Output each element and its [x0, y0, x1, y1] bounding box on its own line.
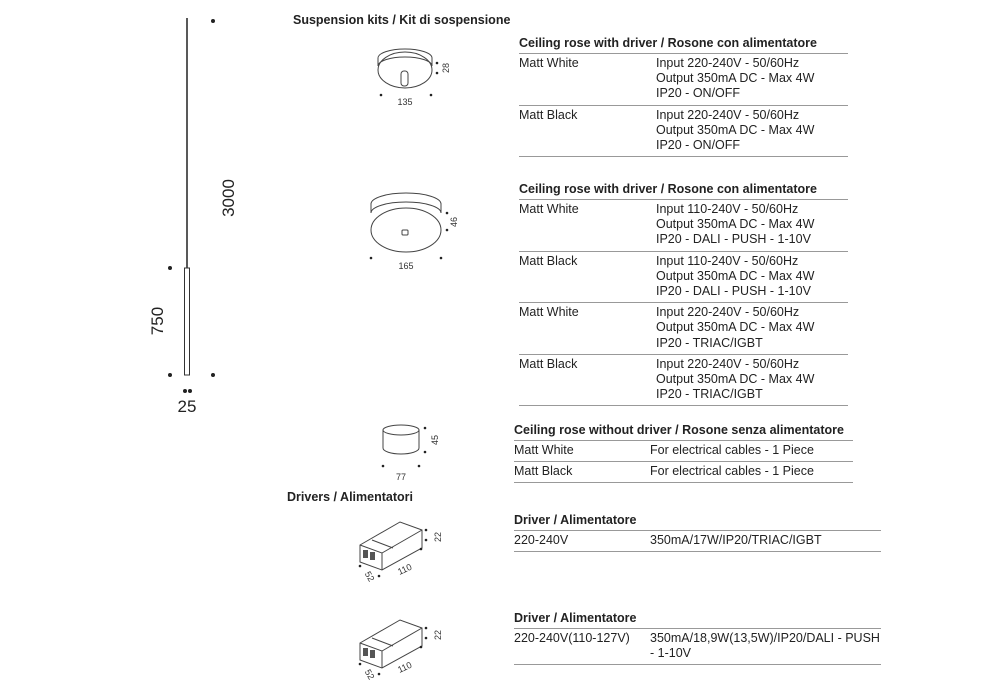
- table-title: Ceiling rose without driver / Rosone sen…: [514, 422, 853, 441]
- row-variant: Matt White: [514, 443, 574, 457]
- dimension-width: 52: [363, 570, 377, 584]
- table-title: Driver / Alimentatore: [514, 610, 881, 629]
- row-variant: Matt Black: [519, 356, 578, 371]
- spec-line: Input 220-240V - 50/60Hz: [656, 107, 800, 122]
- dimension-body-length: 750: [148, 307, 167, 335]
- table-title: Ceiling rose with driver / Rosone con al…: [519, 181, 848, 200]
- table-row: Matt Black For electrical cables - 1 Piec…: [514, 462, 853, 484]
- spec-line: IP20 - DALI - PUSH - 1-10V: [656, 284, 811, 299]
- dimension-height: 45: [430, 435, 440, 445]
- spec-line: 350mA/17W/IP20/TRIAC/IGBT: [650, 533, 822, 547]
- spec-table-rose-without-driver: Ceiling rose without driver / Rosone sen…: [514, 422, 853, 484]
- spec-line: Output 350mA DC - Max 4W: [656, 122, 815, 137]
- table-row: 220-240V 350mA/17W/IP20/TRIAC/IGBT: [514, 531, 881, 553]
- spec-line: IP20 - ON/OFF: [656, 138, 741, 153]
- spec-line: Output 350mA DC - Max 4W: [656, 320, 815, 335]
- driver-1-drawing: 22 110 52: [358, 521, 443, 584]
- spec-line: IP20 - TRIAC/IGBT: [656, 387, 763, 402]
- dimension-height: 46: [449, 217, 459, 227]
- dimension-width: 165: [398, 261, 413, 271]
- spec-line: Input 220-240V - 50/60Hz: [656, 56, 800, 70]
- table-row: 220-240V(110-127V) 350mA/18,9W(13,5W)/IP2…: [514, 629, 881, 666]
- dimension-width: 135: [397, 97, 412, 107]
- row-variant: Matt White: [519, 56, 579, 70]
- table-row: Matt White For electrical cables - 1 Piec…: [514, 441, 853, 463]
- section-heading-suspension-kits: Suspension kits / Kit di sospensione: [293, 13, 511, 27]
- ceiling-rose-1-drawing: 135 28: [377, 48, 451, 107]
- spec-line: IP20 - ON/OFF: [656, 86, 741, 101]
- spec-table-rose-driver-dimmable: Ceiling rose with driver / Rosone con al…: [519, 181, 848, 407]
- row-specs: 350mA/17W/IP20/TRIAC/IGBT: [650, 533, 822, 548]
- row-specs: For electrical cables - 1 Piece: [650, 464, 814, 479]
- pendant-drawing: 3000 750 25: [148, 18, 238, 416]
- spec-line: Input 220-240V - 50/60Hz: [656, 305, 800, 320]
- row-variant: Matt White: [519, 305, 579, 320]
- row-specs: 350mA/18,9W(13,5W)/IP20/DALI - PUSH- 1-1…: [650, 631, 880, 661]
- dimension-width: 52: [363, 668, 377, 682]
- spec-table-driver-triac: Driver / Alimentatore 220-240V 350mA/17W/I…: [514, 512, 881, 553]
- spec-line: Input 110-240V - 50/60Hz: [656, 253, 799, 268]
- spec-table-driver-dali: Driver / Alimentatore 220-240V(110-127V) 3…: [514, 610, 881, 666]
- spec-line: Output 350mA DC - Max 4W: [656, 71, 815, 86]
- row-variant: 220-240V: [514, 533, 569, 547]
- spec-line: Input 220-240V - 50/60Hz: [656, 356, 800, 371]
- spec-table-rose-driver-onoff: Ceiling rose with driver / Rosone con al…: [519, 35, 848, 158]
- row-variant: Matt Black: [519, 253, 578, 268]
- row-variant: Matt White: [519, 202, 579, 216]
- row-variant: 220-240V(110-127V): [514, 631, 630, 645]
- ceiling-rose-3-drawing: 77 45: [381, 424, 440, 482]
- spec-line: IP20 - DALI - PUSH - 1-10V: [656, 232, 811, 247]
- spec-line: 350mA/18,9W(13,5W)/IP20/DALI - PUSH: [650, 631, 880, 645]
- spec-line: Output 350mA DC - Max 4W: [656, 268, 815, 283]
- row-specs: For electrical cables - 1 Piece: [650, 443, 814, 458]
- spec-line: Input 110-240V - 50/60Hz: [656, 202, 799, 216]
- spec-line: - 1-10V: [650, 646, 691, 661]
- spec-line: Output 350mA DC - Max 4W: [656, 372, 815, 387]
- dimension-length: 110: [396, 660, 413, 675]
- dimension-height: 22: [433, 532, 443, 542]
- spec-line: Output 350mA DC - Max 4W: [656, 217, 815, 232]
- dimension-height: 22: [433, 630, 443, 640]
- dimension-height: 28: [441, 63, 451, 73]
- spec-line: IP20 - TRIAC/IGBT: [656, 335, 763, 350]
- row-variant: Matt Black: [514, 464, 573, 479]
- section-heading-drivers: Drivers / Alimentatori: [287, 490, 413, 504]
- driver-2-drawing: 22 110 52: [358, 619, 443, 682]
- dimension-cable-length: 3000: [219, 179, 238, 217]
- spec-line: For electrical cables - 1 Piece: [650, 443, 814, 457]
- dimension-length: 110: [396, 562, 413, 577]
- table-title: Ceiling rose with driver / Rosone con al…: [519, 35, 848, 54]
- row-variant: Matt Black: [519, 107, 578, 122]
- dimension-width: 77: [396, 472, 406, 482]
- table-title: Driver / Alimentatore: [514, 512, 881, 531]
- spec-line: For electrical cables - 1 Piece: [650, 464, 814, 479]
- ceiling-rose-2-drawing: 165 46: [369, 192, 459, 271]
- dimension-diameter: 25: [178, 397, 197, 416]
